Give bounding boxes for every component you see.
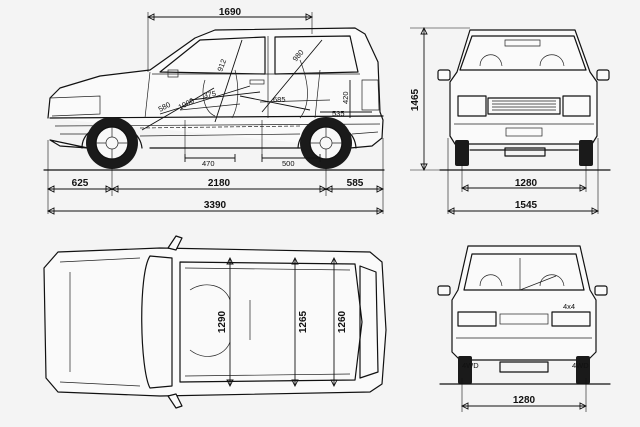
front-windshield xyxy=(459,35,587,71)
front-body-outline xyxy=(449,29,598,145)
dim-912: 912 xyxy=(215,58,228,73)
dim-1465: 1465 xyxy=(410,88,421,111)
dim-500-floor: 500 xyxy=(282,159,295,168)
dim-535: 535 xyxy=(332,109,345,118)
dim-470-floor: 470 xyxy=(202,159,215,168)
side-rear-wheel xyxy=(300,117,352,169)
dim-625: 625 xyxy=(72,178,89,189)
side-front-wheel xyxy=(86,117,138,169)
dim-1290: 1290 xyxy=(217,310,228,333)
rear-window xyxy=(463,253,585,291)
rear-right-4wd: 4WD xyxy=(572,361,589,370)
side-front-window xyxy=(159,36,266,75)
dim-685: 685 xyxy=(273,95,286,104)
top-view: 1290 1265 1260 xyxy=(43,235,387,409)
height-dimension: 1465 xyxy=(410,26,470,172)
dim-1280-front: 1280 xyxy=(515,178,538,189)
side-rear-window xyxy=(274,35,359,75)
dim-1260: 1260 xyxy=(337,310,348,333)
front-view: 1280 1545 xyxy=(437,29,611,215)
dim-1690: 1690 xyxy=(219,7,242,18)
dim-585: 585 xyxy=(347,178,364,189)
front-grille xyxy=(487,97,561,115)
dim-2180: 2180 xyxy=(208,178,231,189)
dim-420: 420 xyxy=(341,91,350,104)
rear-left-4wd: 4WD xyxy=(462,361,479,370)
side-view: 580 1000 375 912 980 685 420 535 470 500… xyxy=(43,7,385,215)
dim-3390: 3390 xyxy=(204,200,227,211)
top-windshield xyxy=(141,255,173,389)
rear-view: 4x4 4WD 4WD 1280 xyxy=(437,245,611,412)
top-body-outline xyxy=(43,247,387,397)
dim-1265: 1265 xyxy=(298,310,309,333)
dim-1280-rear: 1280 xyxy=(513,395,536,406)
rear-model-badge: 4x4 xyxy=(563,302,575,311)
dim-1545: 1545 xyxy=(515,200,538,211)
dim-375: 375 xyxy=(203,89,217,100)
